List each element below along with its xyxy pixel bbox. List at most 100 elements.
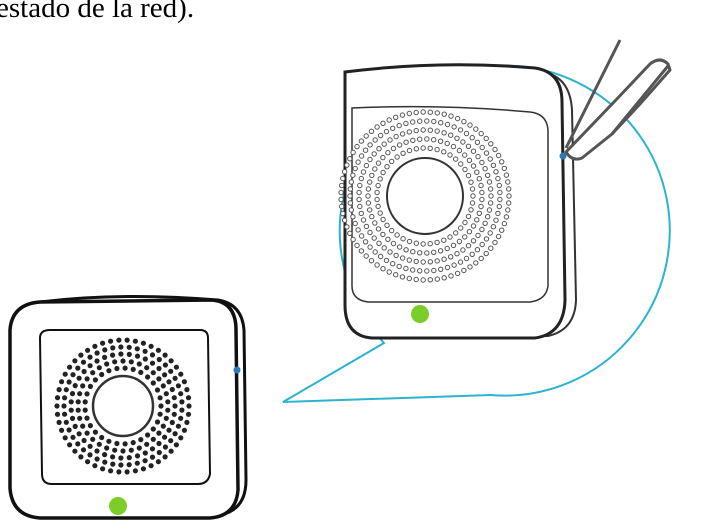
speaker-hole: [428, 110, 432, 114]
speaker-hole: [67, 379, 72, 384]
speaker-hole: [178, 416, 183, 421]
speaker-hole: [375, 190, 379, 194]
speaker-hole: [155, 387, 160, 392]
speaker-hole: [475, 218, 479, 222]
speaker-hole: [381, 217, 385, 221]
speaker-hole: [345, 225, 349, 229]
speaker-hole: [348, 231, 352, 235]
speaker-hole: [384, 129, 388, 133]
speaker-hole: [341, 176, 345, 180]
speaker-hole: [359, 249, 363, 253]
speaker-hole: [174, 365, 179, 370]
speaker-hole: [397, 264, 401, 268]
speaker-hole: [341, 211, 345, 215]
speaker-hole: [421, 128, 425, 132]
speaker-hole: [84, 416, 89, 421]
speaker-hole: [359, 234, 363, 238]
speaker-hole: [494, 170, 498, 174]
speaker-hole: [78, 454, 83, 459]
speaker-hole: [170, 420, 175, 425]
speaker-hole: [143, 356, 148, 361]
speaker-hole: [459, 226, 463, 230]
speaker-hole: [394, 253, 398, 257]
speaker-hole: [500, 228, 504, 232]
speaker-hole: [131, 367, 136, 372]
speaker-hole: [498, 197, 502, 201]
speaker-hole: [455, 116, 459, 120]
speaker-hole: [351, 215, 355, 219]
speaker-hole: [143, 458, 148, 463]
speaker-hole: [186, 395, 191, 400]
speaker-hole: [94, 448, 99, 453]
speaker-hole: [102, 347, 107, 352]
speaker-hole: [378, 133, 382, 137]
speaker-hole: [70, 372, 75, 377]
speaker-hole: [394, 115, 398, 119]
speaker-hole: [359, 211, 363, 215]
speaker-hole: [497, 183, 501, 187]
speaker-hole: [97, 442, 102, 447]
speaker-hole: [386, 237, 390, 241]
speaker-hole: [90, 437, 95, 442]
speaker-hole: [385, 165, 389, 169]
speaker-hole: [345, 163, 349, 167]
speaker-hole: [110, 345, 115, 350]
speaker-hole: [479, 256, 483, 260]
speaker-hole: [475, 170, 479, 174]
speaker-hole: [502, 221, 506, 225]
speaker-hole: [479, 183, 483, 187]
speaker-hole: [376, 183, 380, 187]
speaker-hole: [480, 242, 484, 246]
speaker-hole: [370, 214, 374, 218]
speaker-hole: [81, 360, 86, 365]
speaker-hole: [156, 441, 161, 446]
speaker-hole: [407, 130, 411, 134]
speaker-hole: [135, 453, 140, 458]
speaker-hole: [120, 448, 125, 453]
speaker-hole: [407, 148, 411, 152]
speaker-hole: [480, 197, 484, 201]
speaker-hole: [61, 403, 66, 408]
speaker-hole: [387, 270, 391, 274]
speaker-hole: [372, 152, 376, 156]
speaker-hole: [471, 164, 475, 168]
speaker-hole: [496, 234, 500, 238]
speaker-hole: [361, 170, 365, 174]
speaker-hole: [127, 352, 132, 357]
speaker-hole: [135, 461, 140, 466]
speaker-hole: [76, 399, 81, 404]
speaker-hole: [378, 254, 382, 258]
speaker-hole: [388, 250, 392, 254]
speaker-hole: [442, 131, 446, 135]
speaker-hole: [370, 173, 374, 177]
speaker-hole: [400, 113, 404, 117]
speaker-hole: [81, 447, 86, 452]
speaker-hole: [463, 235, 467, 239]
speaker-hole: [145, 432, 150, 437]
speaker-hole: [84, 391, 89, 396]
speaker-hole: [491, 163, 495, 167]
speaker-hole: [127, 345, 132, 350]
speaker-hole: [72, 449, 77, 454]
speaker-hole: [463, 167, 467, 171]
speaker-hole: [102, 460, 107, 465]
speaker-hole: [59, 428, 64, 433]
speaker-hole: [82, 369, 87, 374]
speaker-hole: [150, 455, 155, 460]
speaker-hole: [449, 255, 453, 259]
speaker-hole: [373, 167, 377, 171]
speaker-hole: [445, 122, 449, 126]
speaker-hole: [351, 150, 355, 154]
speaker-hole: [80, 383, 85, 388]
speaker-hole: [356, 228, 360, 232]
speaker-hole: [464, 256, 468, 260]
speaker-hole: [435, 240, 439, 244]
speaker-hole: [418, 119, 422, 123]
speaker-hole: [97, 365, 102, 370]
speaker-hole: [116, 338, 121, 343]
speaker-hole: [112, 448, 117, 453]
speaker-hole: [466, 244, 470, 248]
speaker-hole: [90, 370, 95, 375]
speaker-hole: [59, 379, 64, 384]
speaker-hole: [462, 268, 466, 272]
